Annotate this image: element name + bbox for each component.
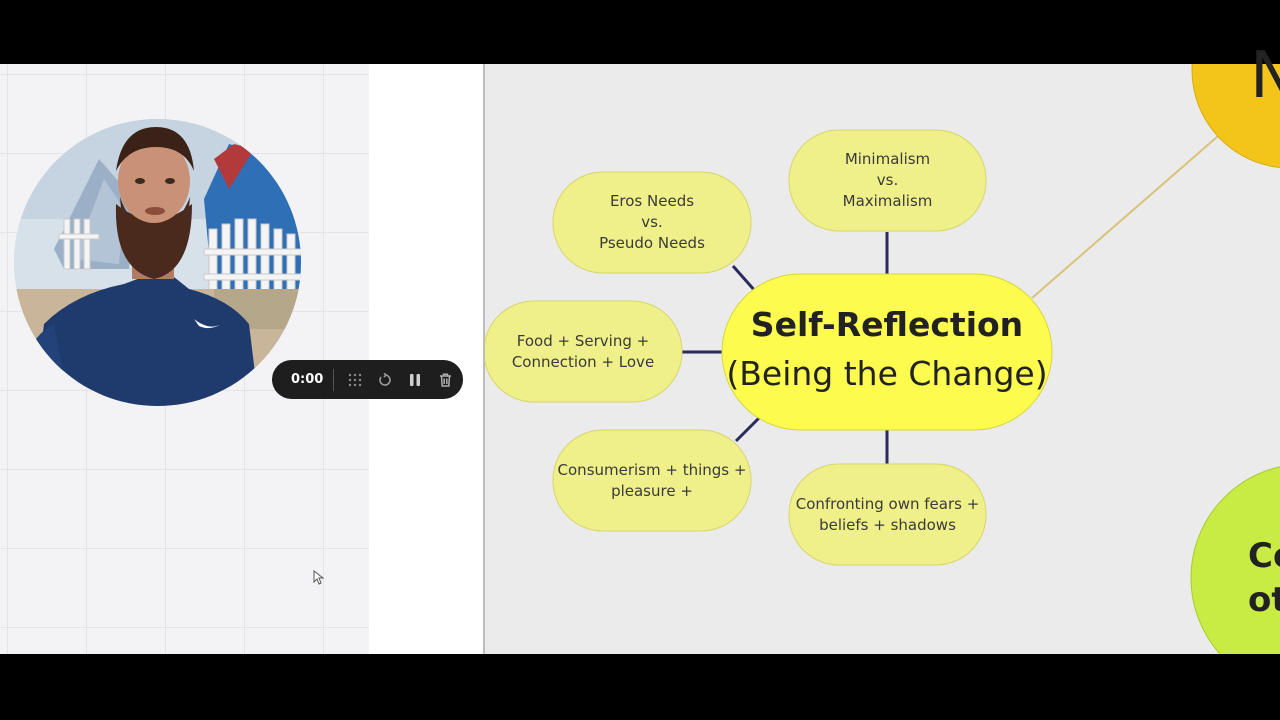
mouse-pointer-icon [313, 570, 325, 585]
node-confronting-fears[interactable] [788, 463, 987, 566]
drag-grid-icon[interactable] [340, 360, 370, 399]
webcam-bubble[interactable] [14, 119, 301, 406]
node-food-serving[interactable] [484, 300, 683, 403]
recording-timer: 0:00 [291, 372, 324, 387]
connector-eros [731, 265, 758, 293]
node-self-reflection[interactable] [721, 273, 1053, 431]
pause-icon[interactable] [400, 360, 430, 399]
restart-icon[interactable] [370, 360, 400, 399]
white-panel [369, 64, 483, 654]
webcam-video-frame [14, 119, 301, 406]
center-node-title: Self-Reflection [750, 305, 1024, 344]
letterbox-bottom [0, 654, 1280, 720]
node-minimalism-text: Minimalism vs. Maximalism [842, 150, 933, 210]
offscreen-top-node-text: N [1250, 39, 1280, 113]
node-eros-needs-text: Eros Needs vs. Pseudo Needs [599, 192, 705, 252]
recorder-divider [333, 368, 334, 391]
letterbox-top [0, 0, 1280, 64]
connector-to-offscreen-top [1031, 129, 1226, 299]
panel-divider[interactable] [483, 64, 485, 654]
recording-control-bar: 0:00 [272, 360, 463, 399]
node-consumerism[interactable] [552, 429, 752, 532]
node-minimalism[interactable] [788, 129, 987, 232]
trash-icon[interactable] [430, 360, 460, 399]
node-eros-needs[interactable] [552, 171, 752, 274]
node-offscreen-top[interactable] [1191, 0, 1280, 168]
connector-consumerism [734, 416, 761, 443]
node-food-serving-text: Food + Serving + Connection + Love [511, 331, 655, 371]
node-offscreen-bottom[interactable] [1190, 464, 1280, 692]
center-node-subtitle: (Being the Change) [726, 354, 1048, 393]
node-confronting-fears-text: Confronting own fears + beliefs + shadow… [795, 494, 980, 534]
offscreen-bottom-node-text: Co ot [1248, 536, 1280, 620]
node-consumerism-text: Consumerism + things + pleasure + [557, 460, 747, 500]
